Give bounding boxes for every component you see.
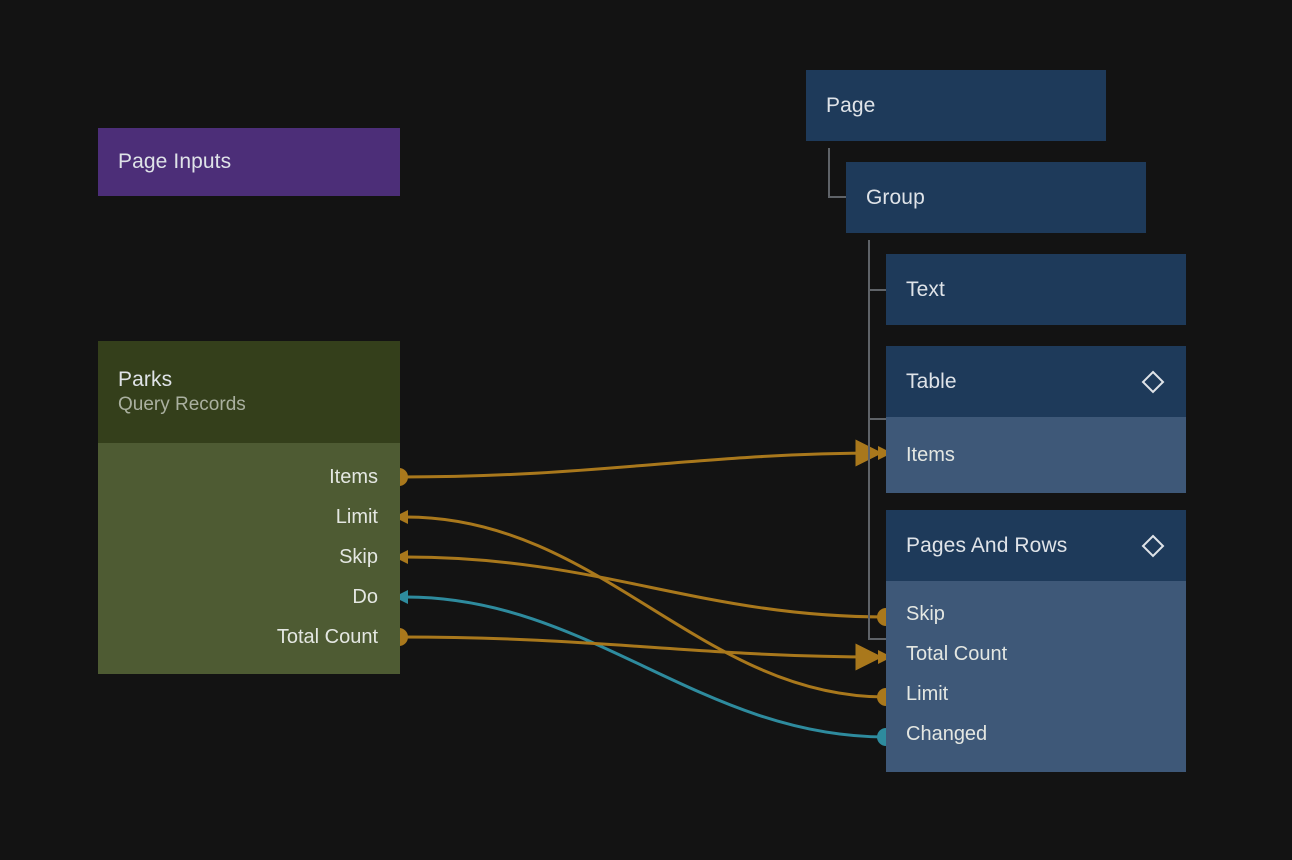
- node-table-port-list: Items: [886, 417, 1186, 493]
- node-parks-title: Parks: [118, 368, 173, 391]
- port-label: Do: [352, 585, 378, 608]
- node-pages-and-rows-header[interactable]: Pages And Rows: [886, 510, 1186, 581]
- port-label: Items: [329, 465, 378, 488]
- port-label: Items: [906, 443, 955, 466]
- tree-connector-group-pagesrows: [868, 638, 886, 640]
- port-parks-skip[interactable]: Skip: [98, 537, 400, 577]
- edge-parks-totalcount-to-pagesrows-totalcount: [400, 635, 883, 671]
- port-label: Total Count: [276, 625, 378, 648]
- port-pagesrows-changed[interactable]: Changed: [886, 714, 1186, 754]
- node-parks-port-list: Items Limit Skip Do Total Count: [98, 443, 400, 657]
- node-pages-and-rows-port-list: Skip Total Count Limit Changed: [886, 581, 1186, 772]
- port-label: Skip: [339, 545, 378, 568]
- port-parks-limit[interactable]: Limit: [98, 497, 400, 537]
- node-group[interactable]: Group: [846, 162, 1146, 233]
- edge-pagesrows-changed-to-parks-do: [405, 595, 887, 739]
- node-page-title: Page: [826, 93, 876, 117]
- port-label: Limit: [906, 682, 949, 705]
- node-table-header[interactable]: Table: [886, 346, 1186, 417]
- node-text-header[interactable]: Text: [886, 254, 1186, 325]
- edge-pagesrows-limit-to-parks-limit: [405, 515, 887, 699]
- port-parks-do[interactable]: Do: [98, 577, 400, 617]
- tree-connector-group-text: [868, 289, 886, 291]
- port-pagesrows-skip[interactable]: Skip: [886, 594, 1186, 634]
- node-parks-subtitle: Query Records: [118, 394, 246, 415]
- node-pages-and-rows[interactable]: Pages And Rows Skip Total Count Limit Ch…: [886, 510, 1186, 772]
- port-table-items[interactable]: Items: [886, 435, 1186, 475]
- node-text-title: Text: [906, 277, 945, 301]
- port-label: Total Count: [906, 642, 1008, 665]
- node-page-inputs[interactable]: Page Inputs: [98, 128, 400, 196]
- diamond-icon[interactable]: [1140, 369, 1166, 395]
- port-label: Skip: [906, 602, 945, 625]
- edge-pagesrows-skip-to-parks-skip: [405, 555, 887, 619]
- node-page[interactable]: Page: [806, 70, 1106, 141]
- diamond-icon[interactable]: [1140, 533, 1166, 559]
- port-parks-items[interactable]: Items: [98, 457, 400, 497]
- node-page-inputs-title: Page Inputs: [118, 150, 232, 173]
- node-parks-header[interactable]: Parks Query Records: [98, 341, 400, 443]
- node-pages-and-rows-title: Pages And Rows: [906, 533, 1068, 557]
- node-group-header[interactable]: Group: [846, 162, 1146, 233]
- port-parks-total-count[interactable]: Total Count: [98, 617, 400, 657]
- port-pagesrows-total-count[interactable]: Total Count: [886, 634, 1186, 674]
- node-page-header[interactable]: Page: [806, 70, 1106, 141]
- node-page-inputs-header[interactable]: Page Inputs: [98, 128, 400, 196]
- node-text[interactable]: Text: [886, 254, 1186, 325]
- tree-connector-page-group-horizontal: [828, 196, 846, 198]
- tree-connector-group-spine: [868, 240, 870, 640]
- port-pagesrows-limit[interactable]: Limit: [886, 674, 1186, 714]
- node-parks[interactable]: Parks Query Records Items Limit Skip Do …: [98, 341, 400, 674]
- node-group-title: Group: [866, 185, 925, 209]
- node-table-title: Table: [906, 369, 957, 393]
- tree-connector-group-table: [868, 418, 886, 420]
- node-table[interactable]: Table Items: [886, 346, 1186, 493]
- port-label: Changed: [906, 722, 988, 745]
- edge-parks-items-to-table-items: [400, 439, 883, 479]
- tree-connector-page-group-vertical: [828, 148, 830, 196]
- port-label: Limit: [335, 505, 378, 528]
